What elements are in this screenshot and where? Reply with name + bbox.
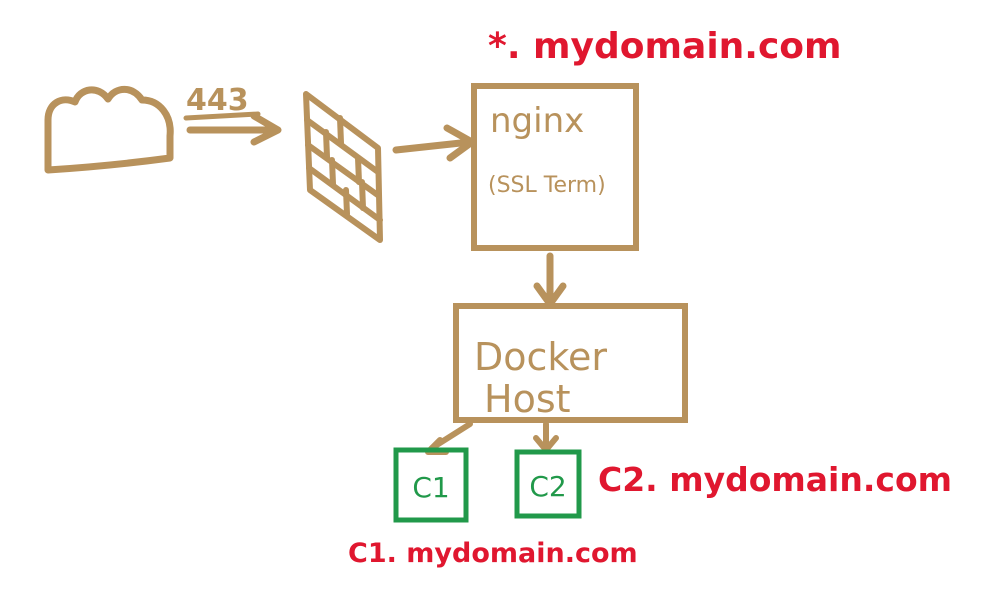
arrow-cloud-to-firewall: [186, 112, 282, 146]
port-underline: [183, 111, 261, 121]
docker-host-line1: Docker: [474, 335, 607, 379]
nginx-label: nginx: [490, 101, 584, 141]
nginx-box: nginx (SSL Term): [471, 83, 639, 251]
wildcard-domain-label: *. mydomain.com: [488, 26, 842, 67]
docker-host-box: Docker Host: [453, 303, 688, 423]
container-c2-label: C2: [529, 470, 566, 503]
arrow-firewall-to-nginx: [392, 124, 476, 162]
docker-host-line2: Host: [484, 377, 571, 421]
ssl-term-label: (SSL Term): [488, 173, 606, 198]
arrow-docker-to-c2: [533, 421, 559, 453]
c1-domain-label: C1. mydomain.com: [348, 538, 638, 569]
container-c1-label: C1: [412, 471, 449, 504]
arrow-nginx-to-docker: [533, 252, 567, 308]
c2-domain-label: C2. mydomain.com: [598, 460, 952, 499]
port-label: 443: [186, 83, 249, 118]
container-c1-box: C1: [393, 447, 469, 523]
cloud-icon: [44, 85, 174, 174]
container-c2-box: C2: [514, 449, 582, 519]
brick-wall-icon: [303, 91, 383, 243]
